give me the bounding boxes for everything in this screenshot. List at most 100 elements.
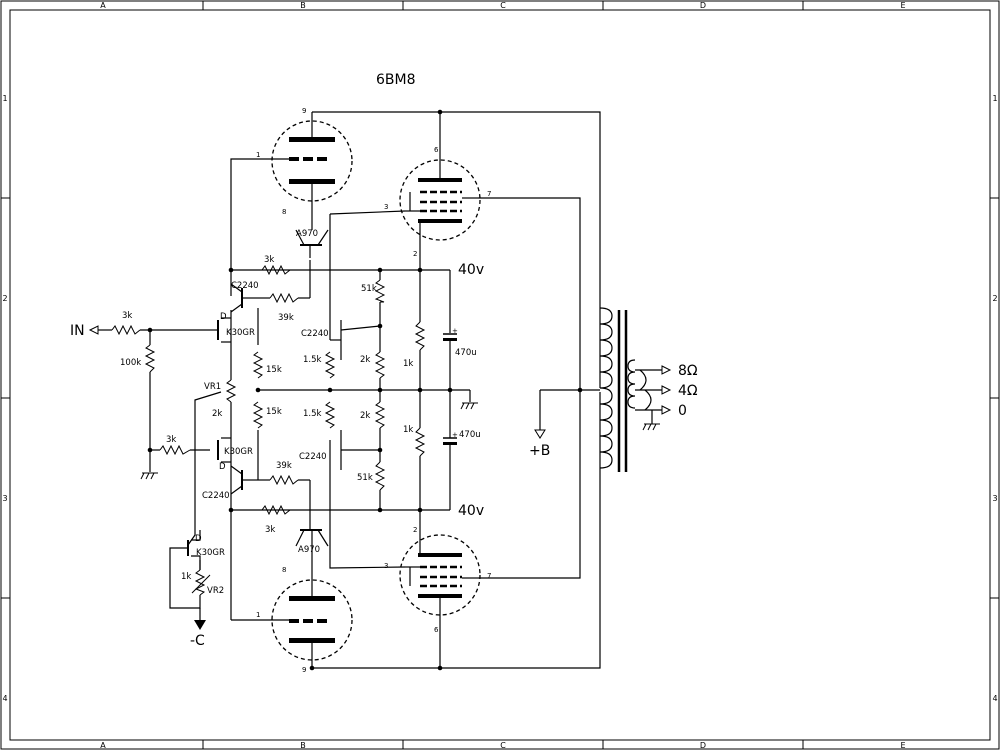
out-8-terminal — [661, 365, 672, 375]
out-0-terminal — [661, 405, 672, 415]
resistor-top-2k — [374, 351, 386, 379]
row-label: 1 — [992, 94, 997, 103]
capacitor-plus: + — [452, 327, 458, 335]
resistor-bot-2k — [374, 401, 386, 429]
label-c2240-top-left: C2240 — [231, 281, 259, 291]
vr2-arrow — [191, 574, 211, 594]
col-label: D — [700, 741, 706, 750]
label-fet-pin-d: D — [220, 312, 227, 322]
label-vr2: VR2 — [207, 586, 224, 596]
label-fet-pin-d: D — [219, 462, 226, 472]
label-r-bot-2k: 2k — [360, 411, 370, 421]
resistor-bias-3k — [159, 444, 191, 456]
resistor-bot-39k — [269, 474, 299, 486]
col-label: A — [100, 1, 106, 10]
label-r-top-51k: 51k — [361, 284, 377, 294]
pin-label: 7 — [487, 190, 491, 198]
inner-frame — [9, 9, 991, 741]
label-c-top: 470u — [455, 348, 477, 358]
label-r-bot-3k: 3k — [265, 525, 275, 535]
resistor-cs-1k — [194, 569, 206, 596]
pin-label: 6 — [434, 146, 439, 154]
frame-col-labels-top: A B C D E — [100, 1, 905, 10]
label-vr1: VR1 — [204, 382, 221, 392]
label-r-bias: 100k — [120, 358, 141, 368]
label-r-bot-1k: 1k — [403, 425, 413, 435]
resistor-top-3k — [261, 264, 291, 276]
label-vr1-value: 2k — [212, 409, 222, 419]
label-out-8: 8Ω — [678, 363, 698, 379]
label-input: IN — [70, 323, 85, 339]
label-fet-upper: K30GR — [226, 328, 255, 338]
label-r-in: 3k — [122, 311, 132, 321]
col-label: C — [500, 741, 506, 750]
label-r-top-1k: 1k — [403, 359, 413, 369]
lower-pentode: 2 3 7 6 — [384, 510, 491, 668]
resistor-r-in — [111, 324, 141, 336]
row-label: 2 — [2, 294, 7, 303]
label-c2240-bot-mid: C2240 — [299, 452, 327, 462]
label-top-voltage: 40v — [458, 262, 484, 278]
row-label: 4 — [992, 694, 997, 703]
label-r-cs: 1k — [181, 572, 191, 582]
label-plus-b: +B — [529, 443, 550, 459]
schematic-title: 6BM8 — [376, 72, 416, 88]
frame-row-labels-right: 1 2 3 4 — [992, 94, 997, 703]
lower-triode: 8 1 9 — [231, 548, 353, 674]
pin-label: 2 — [413, 526, 417, 534]
resistor-top-51k — [374, 279, 386, 303]
pin-label: 9 — [302, 666, 306, 674]
label-a970-lower: A970 — [298, 545, 320, 555]
col-label: E — [900, 741, 905, 750]
label-r-bot-1-5k: 1.5k — [303, 409, 322, 419]
label-c-bot: 470u — [459, 430, 481, 440]
label-fet-pin-d: D — [195, 534, 202, 544]
pin-label: 1 — [256, 611, 260, 619]
label-out-0: 0 — [678, 403, 687, 419]
col-label: B — [300, 741, 306, 750]
pin-label: 8 — [282, 566, 286, 574]
label-fet-source: K30GR — [196, 548, 225, 558]
row-label: 3 — [992, 494, 997, 503]
row-label: 1 — [2, 94, 7, 103]
label-minus-c: -C — [190, 633, 205, 649]
label-fet-lower: K30GR — [224, 447, 253, 457]
label-a970-upper: A970 — [296, 229, 318, 239]
component-labels: A970 A970 C2240 C2240 C2240 C2240 K30GR … — [120, 229, 481, 596]
label-c2240-top-mid: C2240 — [301, 329, 329, 339]
out-4-terminal — [661, 385, 672, 395]
label-r-bias-gnd: 3k — [166, 435, 176, 445]
col-label: C — [500, 1, 506, 10]
ground-symbols — [140, 402, 660, 480]
pin-label: 3 — [384, 203, 388, 211]
capacitor-plus: + — [452, 431, 458, 439]
resistor-vr1 — [225, 379, 237, 403]
label-r-15k-b: 15k — [266, 407, 282, 417]
junction-dots — [147, 109, 583, 671]
resistor-15k-b — [252, 401, 264, 429]
resistor-bot-3k — [261, 504, 291, 516]
pin-label: 8 — [282, 208, 286, 216]
upper-pentode: 6 3 7 2 — [384, 112, 491, 270]
input-terminal — [88, 325, 99, 335]
label-r-top-2k: 2k — [360, 355, 370, 365]
label-c2240-bot-left: C2240 — [202, 491, 230, 501]
frame-col-labels-bottom: A B C D E — [100, 741, 905, 750]
row-label: 3 — [2, 494, 7, 503]
pin-label: 7 — [487, 572, 491, 580]
pin-label: 1 — [256, 151, 260, 159]
label-r-bot-51k: 51k — [357, 473, 373, 483]
label-bottom-voltage: 40v — [458, 503, 484, 519]
label-r-top-1-5k: 1.5k — [303, 355, 322, 365]
col-label: B — [300, 1, 306, 10]
resistor-100k — [144, 344, 156, 373]
col-label: A — [100, 741, 106, 750]
plus-b-terminal — [534, 429, 546, 439]
label-r-top-39k: 39k — [278, 313, 294, 323]
pin-label: 3 — [384, 562, 388, 570]
upper-triode: 9 1 8 — [256, 107, 353, 216]
label-r-top-3k: 3k — [264, 255, 274, 265]
label-r-bot-39k: 39k — [276, 461, 292, 471]
